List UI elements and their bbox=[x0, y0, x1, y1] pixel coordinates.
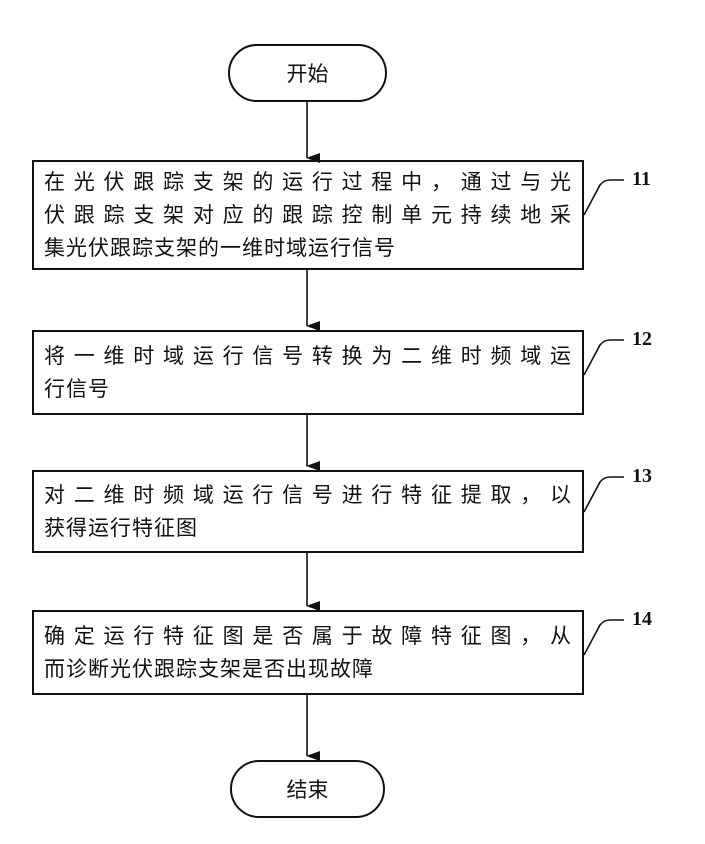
step-13-box: 对二维时频域运行信号进行特征提取，以 获得运行特征图 bbox=[32, 470, 584, 553]
step-12-box: 将一维时域运行信号转换为二维时频域运 行信号 bbox=[32, 330, 584, 415]
step-text: 在光伏跟踪支架的运行过程中，通过与光 bbox=[44, 166, 572, 199]
step-label-13: 13 bbox=[632, 465, 652, 488]
step-text: 行信号 bbox=[44, 373, 572, 406]
step-text: 确定运行特征图是否属于故障特征图，从 bbox=[44, 620, 572, 653]
step-text: 将一维时域运行信号转换为二维时频域运 bbox=[44, 340, 572, 373]
leader-13 bbox=[584, 477, 624, 512]
step-label-12: 12 bbox=[632, 328, 652, 351]
step-text: 获得运行特征图 bbox=[44, 512, 572, 545]
step-14-box: 确定运行特征图是否属于故障特征图，从 而诊断光伏跟踪支架是否出现故障 bbox=[32, 610, 584, 695]
step-text: 伏跟踪支架对应的跟踪控制单元持续地采 bbox=[44, 199, 572, 232]
leader-14 bbox=[584, 620, 624, 655]
leader-11 bbox=[584, 180, 624, 215]
leader-12 bbox=[584, 340, 624, 375]
step-label-11: 11 bbox=[632, 168, 651, 191]
step-text: 而诊断光伏跟踪支架是否出现故障 bbox=[44, 653, 572, 686]
start-terminal: 开始 bbox=[228, 44, 387, 102]
step-label-14: 14 bbox=[632, 608, 652, 631]
step-11-box: 在光伏跟踪支架的运行过程中，通过与光 伏跟踪支架对应的跟踪控制单元持续地采 集光… bbox=[32, 160, 584, 270]
step-text: 集光伏跟踪支架的一维时域运行信号 bbox=[44, 232, 572, 265]
step-text: 对二维时频域运行信号进行特征提取，以 bbox=[44, 479, 572, 512]
end-terminal: 结束 bbox=[230, 760, 385, 818]
